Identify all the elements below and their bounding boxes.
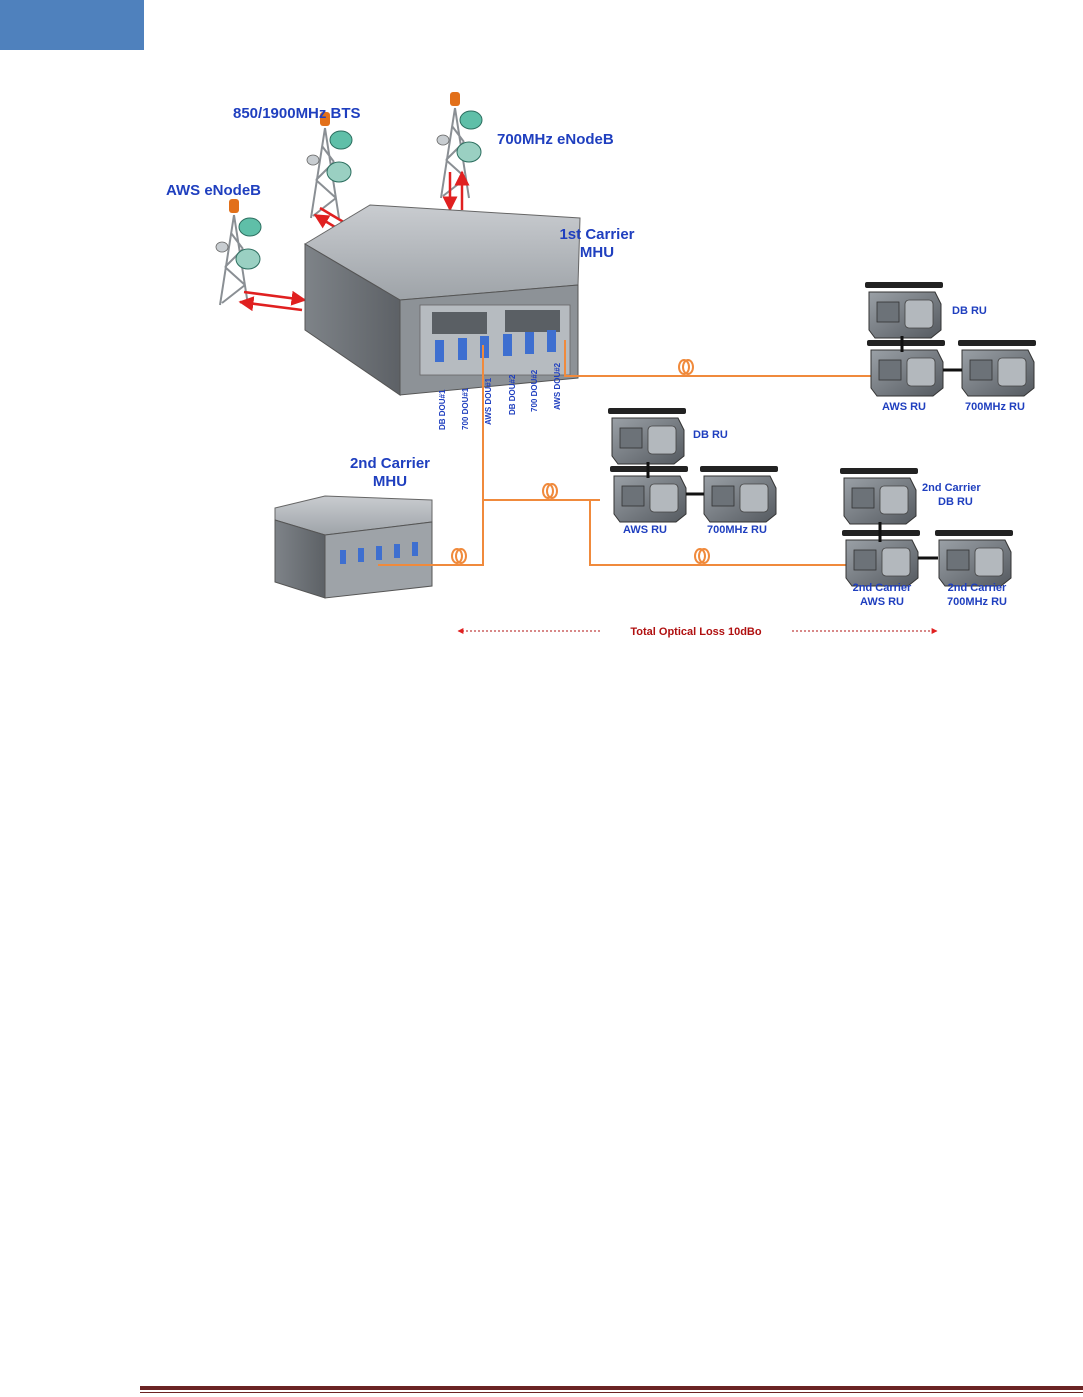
- port-label: DB DOU#1: [438, 389, 447, 430]
- label-850-1900-bts: 850/1900MHz BTS: [233, 105, 361, 122]
- ru-group-2: [608, 408, 778, 522]
- label-ru1-db: DB RU: [952, 305, 987, 317]
- label-2nd-carrier-l2: MHU: [373, 473, 407, 490]
- port-label: 700 DOU#1: [461, 387, 470, 430]
- label-ru2-700: 700MHz RU: [707, 524, 767, 536]
- mhu-2nd-carrier: [275, 496, 432, 598]
- label-ru3-aws-l2: AWS RU: [860, 596, 904, 608]
- ru-group-1: [865, 282, 1036, 396]
- port-label: AWS DOU#1: [484, 377, 493, 425]
- tower-850-1900-bts: [307, 112, 352, 218]
- network-diagram: 850/1900MHz BTS 700MHz eNodeB AWS eNodeB…: [0, 0, 1083, 680]
- label-ru3-700-l1: 2nd Carrier: [948, 582, 1007, 594]
- label-ru3-aws-l1: 2nd Carrier: [853, 582, 912, 594]
- label-ru2-aws: AWS RU: [623, 524, 667, 536]
- footer-rule: [140, 1386, 1083, 1390]
- port-label: 700 DOU#2: [530, 369, 539, 412]
- label-ru3-db-l1: 2nd Carrier: [922, 482, 981, 494]
- label-700-enodeb: 700MHz eNodeB: [497, 131, 614, 148]
- label-ru1-aws: AWS RU: [882, 401, 926, 413]
- port-label: AWS DOU#2: [553, 362, 562, 410]
- label-aws-enodeb: AWS eNodeB: [166, 182, 261, 199]
- tower-aws-enodeb: [216, 199, 261, 305]
- mhu-1st-carrier: [305, 205, 580, 395]
- port-label: DB DOU#2: [508, 374, 517, 415]
- tower-700-enodeb: [437, 92, 482, 198]
- label-ru3-db-l2: DB RU: [938, 496, 973, 508]
- label-ru2-db: DB RU: [693, 429, 728, 441]
- footer-rule-thin: [140, 1392, 1083, 1393]
- label-2nd-carrier-l1: 2nd Carrier: [350, 455, 430, 472]
- label-1st-carrier-l1: 1st Carrier: [559, 226, 634, 243]
- label-1st-carrier-l2: MHU: [580, 244, 614, 261]
- label-ru3-700-l2: 700MHz RU: [947, 596, 1007, 608]
- label-total-loss: Total Optical Loss 10dBo: [630, 626, 761, 638]
- total-loss-indicator: Total Optical Loss 10dBo: [458, 626, 937, 638]
- label-ru1-700: 700MHz RU: [965, 401, 1025, 413]
